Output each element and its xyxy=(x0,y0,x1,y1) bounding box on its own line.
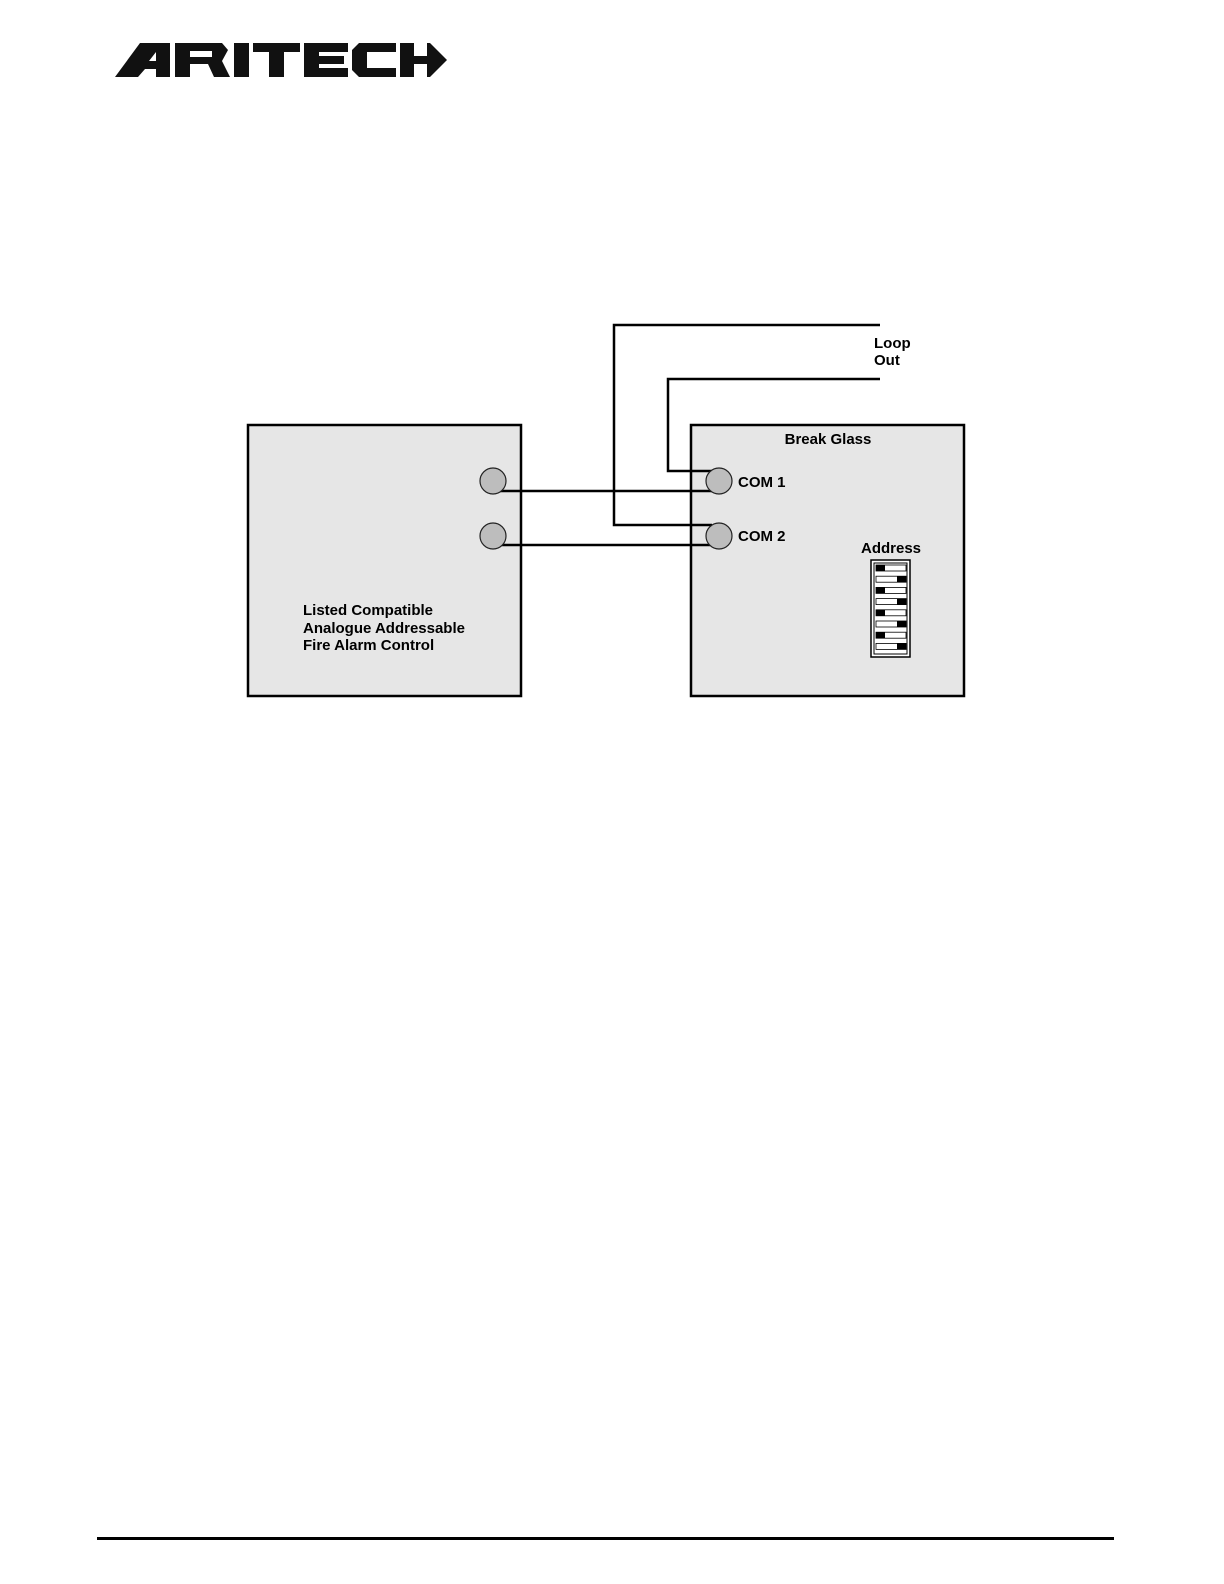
panel-terminal-2 xyxy=(480,523,506,549)
panel-terminal-1 xyxy=(480,468,506,494)
loop-out-label-line2: Out xyxy=(874,352,900,369)
com2-terminal xyxy=(706,523,732,549)
dip-switch-knob xyxy=(876,632,885,638)
fire-alarm-control-box xyxy=(248,425,521,696)
panel-label-line3: Fire Alarm Control xyxy=(303,637,434,654)
dip-switch-knob xyxy=(897,643,906,649)
dip-switch-knob xyxy=(876,565,885,571)
break-glass-box xyxy=(691,425,964,696)
address-label: Address xyxy=(861,540,921,557)
com1-terminal xyxy=(706,468,732,494)
dip-switch-knob xyxy=(876,610,885,616)
dip-switch-knob xyxy=(897,621,906,627)
dip-switch-knob xyxy=(876,587,885,593)
footer-rule xyxy=(97,1537,1114,1540)
loop-out-label-line1: Loop xyxy=(874,335,911,352)
panel-label-line1: Listed Compatible xyxy=(303,602,433,619)
com1-label: COM 1 xyxy=(738,474,786,491)
com2-label: COM 2 xyxy=(738,528,786,545)
panel-label-line2: Analogue Addressable xyxy=(303,620,465,637)
dip-switch-knob xyxy=(897,576,906,582)
address-dip-switch xyxy=(871,560,910,657)
dip-switch-knob xyxy=(897,599,906,605)
break-glass-title: Break Glass xyxy=(785,431,872,448)
